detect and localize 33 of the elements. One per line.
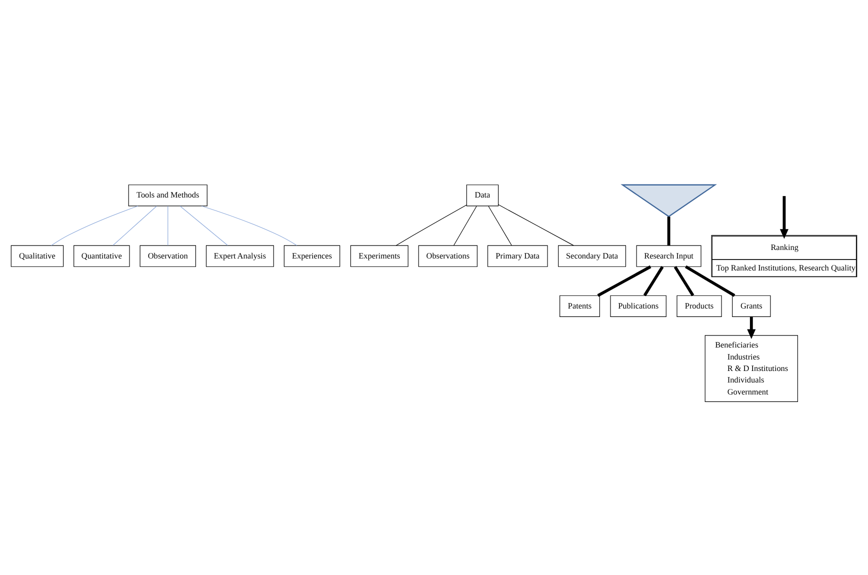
node-box: Products	[676, 294, 722, 316]
node-box: Beneficiaries Industries R & D Institutions Individuals Government	[704, 334, 798, 402]
node-box: Expert Analysis	[206, 244, 274, 266]
connector	[396, 204, 467, 246]
arrow	[780, 196, 788, 238]
node-box: Experiences	[284, 244, 340, 266]
connector	[201, 205, 298, 246]
connector	[488, 205, 512, 246]
connector	[674, 266, 694, 296]
connector	[180, 205, 228, 246]
node-box: Primary Data	[487, 244, 548, 266]
node-box: Research Input	[636, 244, 702, 266]
node-box: Publications	[610, 294, 666, 316]
node-box: Grants	[732, 294, 771, 316]
node-box: Quantitative	[74, 244, 130, 266]
connector	[50, 205, 138, 246]
node-box: Observation	[140, 244, 196, 266]
node-box: Tools and Methods	[128, 184, 208, 206]
connector	[597, 264, 652, 296]
connector	[498, 204, 574, 246]
connector	[667, 216, 670, 245]
node-box: Experiments	[350, 244, 408, 266]
node-box: Secondary Data	[558, 244, 626, 266]
node-box: Observations	[418, 244, 478, 266]
node-funnel	[620, 184, 717, 217]
arrow	[747, 316, 756, 338]
node-box: Patents	[560, 294, 600, 316]
node-box: Qualitative	[10, 244, 64, 266]
node-box: Data	[466, 184, 499, 206]
connector	[643, 266, 664, 296]
connector	[112, 205, 157, 246]
connector	[454, 205, 477, 246]
connector	[684, 264, 736, 296]
